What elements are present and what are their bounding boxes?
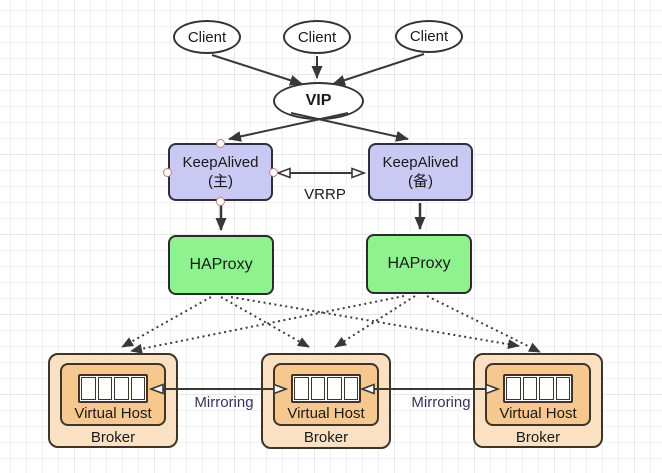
- queue-slot: [310, 377, 325, 400]
- vip-node[interactable]: VIP: [273, 82, 364, 120]
- client-node-1[interactable]: Client: [173, 20, 241, 54]
- virtual-host-label: Virtual Host: [287, 405, 365, 422]
- queue-icon: [503, 374, 573, 403]
- queue-icon: [78, 374, 148, 403]
- virtual-host-box[interactable]: Virtual Host: [485, 363, 591, 426]
- mirroring-label-left: Mirroring: [194, 394, 254, 411]
- virtual-host-box[interactable]: Virtual Host: [60, 363, 166, 426]
- connection-point-icon[interactable]: [216, 197, 225, 206]
- connection-point-icon[interactable]: [216, 139, 225, 148]
- queue-slot: [343, 377, 358, 400]
- client-label: Client: [187, 28, 227, 46]
- virtual-host-label: Virtual Host: [499, 405, 577, 422]
- haproxy-left-node[interactable]: HAProxy: [168, 235, 274, 295]
- edge-haproxyL-broker3: [230, 296, 520, 350]
- queue-slot: [294, 377, 309, 400]
- edge-haproxyL-broker1: [121, 296, 212, 348]
- edge-haproxyR-broker1: [130, 295, 405, 354]
- client-label: Client: [297, 28, 337, 46]
- edge-haproxyL-broker2: [220, 296, 310, 348]
- keepalived-role: (主): [208, 173, 233, 190]
- client-node-2[interactable]: Client: [283, 20, 351, 54]
- broker-node-1[interactable]: Virtual Host Broker: [48, 353, 178, 448]
- connection-point-icon[interactable]: [163, 168, 172, 177]
- client-node-3[interactable]: Client: [395, 20, 463, 53]
- virtual-host-label: Virtual Host: [74, 405, 152, 422]
- keepalived-backup-node[interactable]: KeepAlived (备): [368, 143, 473, 201]
- broker-label: Broker: [303, 429, 349, 446]
- edge-client1-vip: [211, 54, 303, 86]
- keepalived-name: KeepAlived: [182, 154, 259, 171]
- keepalived-name: KeepAlived: [382, 154, 459, 171]
- queue-slot: [522, 377, 537, 400]
- keepalived-role: (备): [408, 173, 433, 190]
- queue-slot: [130, 377, 145, 400]
- edge-haproxyR-broker2: [334, 295, 416, 348]
- vrrp-label: VRRP: [304, 186, 346, 203]
- broker-label: Broker: [90, 429, 136, 446]
- edge-haproxyR-broker3: [426, 295, 541, 353]
- edge-client3-vip: [332, 53, 425, 86]
- connection-point-icon[interactable]: [269, 168, 278, 177]
- queue-slot: [81, 377, 96, 400]
- haproxy-label: HAProxy: [189, 256, 253, 273]
- haproxy-right-node[interactable]: HAProxy: [366, 234, 472, 294]
- queue-slot: [539, 377, 554, 400]
- keepalived-master-node[interactable]: KeepAlived (主): [168, 143, 273, 201]
- queue-icon: [291, 374, 361, 403]
- broker-node-3[interactable]: Virtual Host Broker: [473, 353, 603, 448]
- client-label: Client: [409, 28, 449, 45]
- mirroring-label-right: Mirroring: [411, 394, 471, 411]
- vip-label: VIP: [305, 92, 332, 109]
- virtual-host-box[interactable]: Virtual Host: [273, 363, 379, 426]
- broker-label: Broker: [515, 429, 561, 446]
- broker-node-2[interactable]: Virtual Host Broker: [261, 353, 391, 449]
- queue-slot: [506, 377, 521, 400]
- queue-slot: [327, 377, 342, 400]
- queue-slot: [555, 377, 570, 400]
- queue-slot: [114, 377, 129, 400]
- queue-slot: [97, 377, 112, 400]
- haproxy-label: HAProxy: [387, 255, 451, 272]
